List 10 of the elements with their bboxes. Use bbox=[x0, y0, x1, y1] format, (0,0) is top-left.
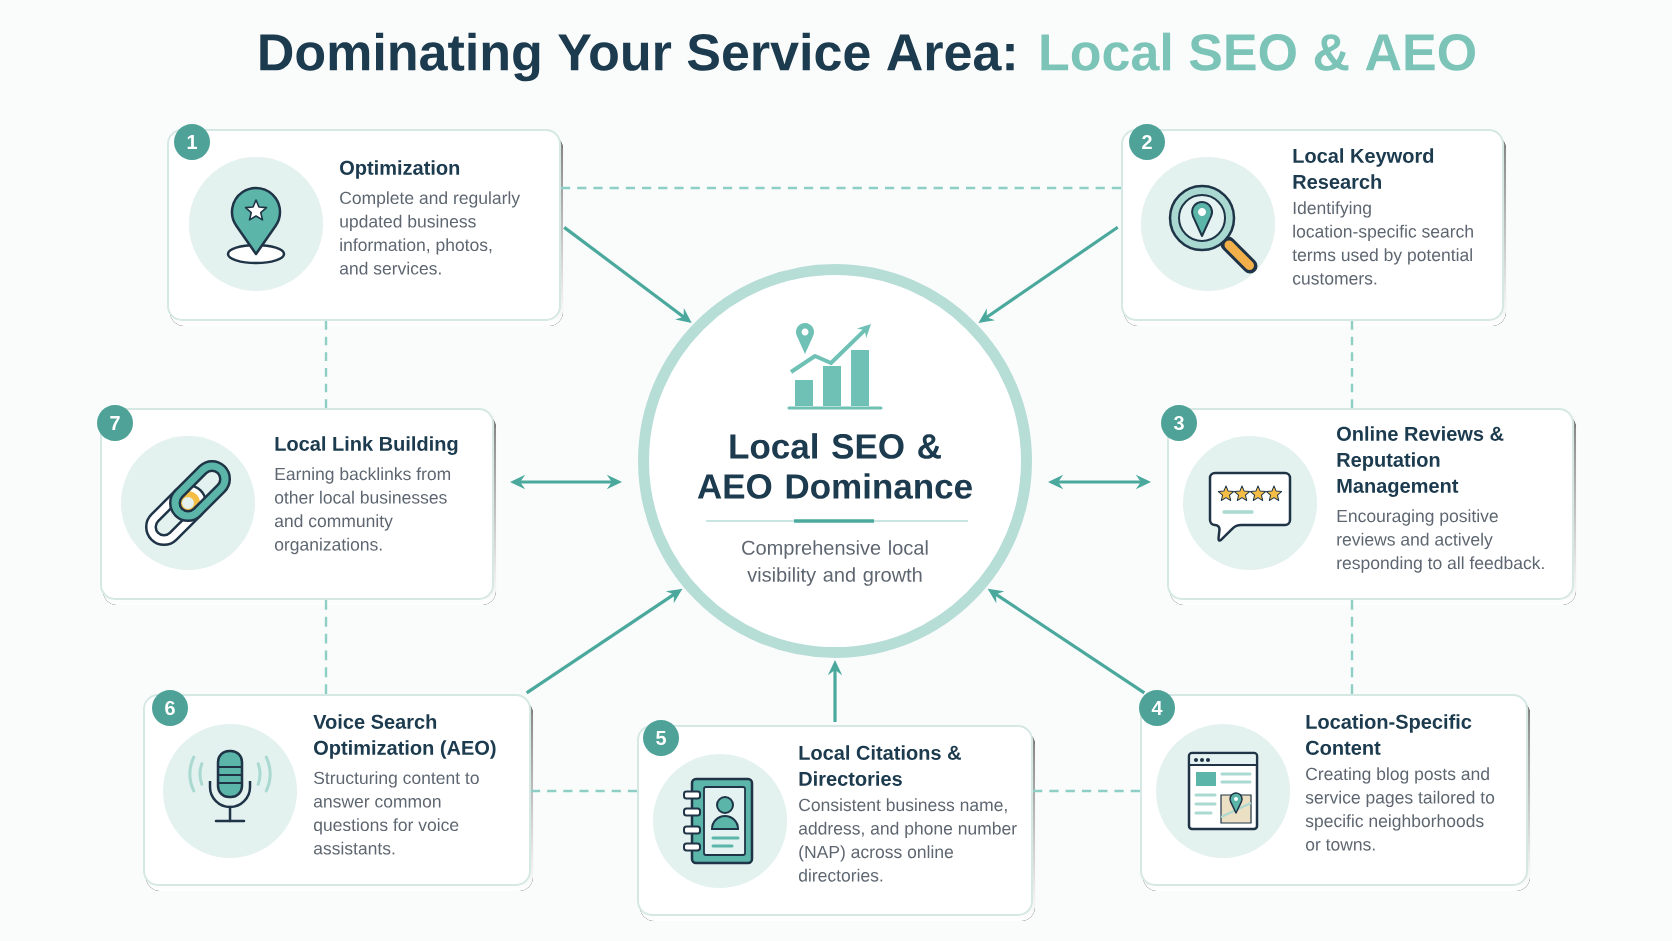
hub-subtitle: Comprehensive local visibility and growth bbox=[742, 540, 928, 586]
connector-line bbox=[1350, 600, 1354, 694]
connector-line bbox=[324, 321, 328, 408]
connector-line bbox=[1350, 321, 1354, 408]
hub-heading: Local SEO & AEO Dominance bbox=[697, 433, 972, 499]
title: Dominating Your Service Area: Local SEO & AEO bbox=[260, 32, 1475, 82]
connector-line bbox=[1033, 789, 1140, 793]
connector-line bbox=[561, 186, 1121, 190]
connector-line bbox=[531, 789, 637, 793]
connector-line bbox=[324, 600, 328, 694]
